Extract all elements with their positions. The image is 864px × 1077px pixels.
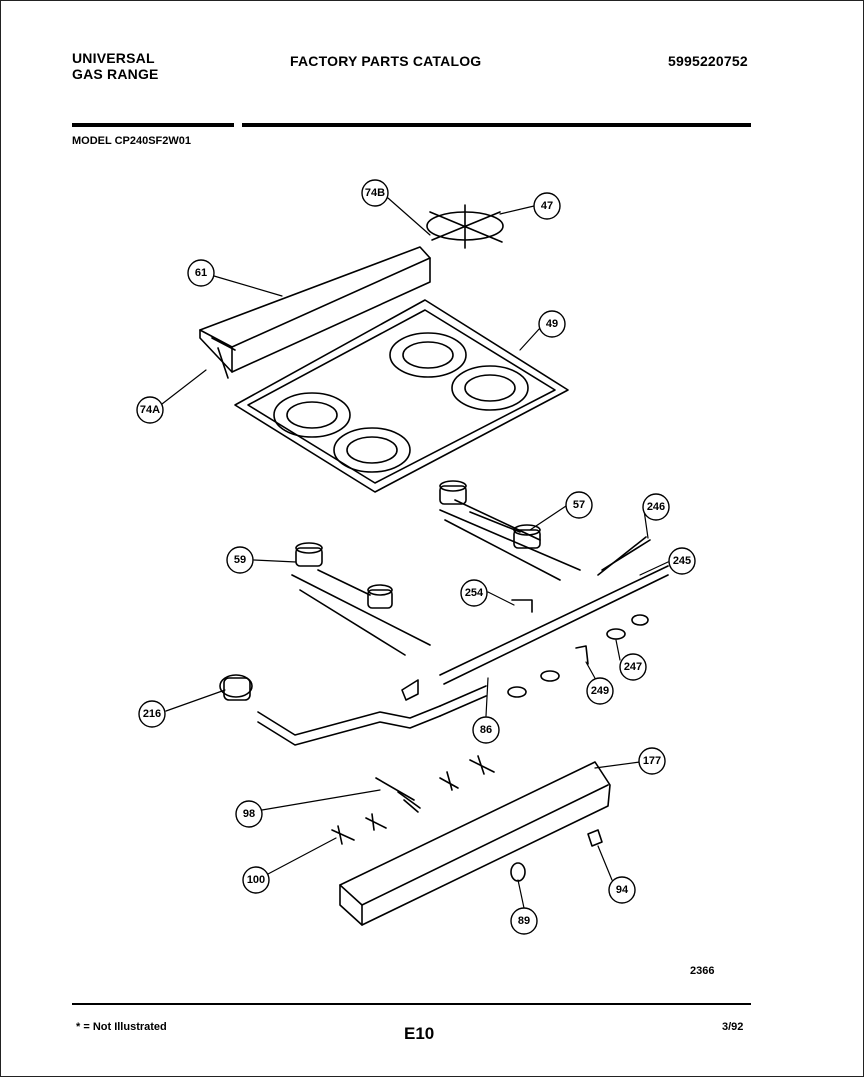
burner-valves (331, 755, 495, 845)
callout-label-86: 86 (480, 724, 492, 736)
wire-246 (597, 536, 647, 576)
page-code: E10 (404, 1024, 435, 1043)
model-label: MODEL CP240SF2W01 (72, 135, 192, 147)
orifice-3 (606, 628, 626, 640)
callout-label-57: 57 (573, 499, 585, 511)
orifice-2 (540, 670, 560, 682)
callout-100 (242, 866, 270, 894)
clip-94 (587, 829, 603, 847)
header-rule-right (242, 123, 751, 127)
callout-61 (187, 259, 215, 287)
callout-246 (642, 493, 670, 521)
callout-label-216: 216 (143, 708, 161, 720)
callout-label-49: 49 (546, 318, 558, 330)
catalog-title: FACTORY PARTS CATALOG (290, 53, 482, 69)
manifold-panel (339, 761, 611, 926)
callout-249 (586, 677, 614, 705)
callout-89 (510, 907, 538, 935)
callout-216 (138, 700, 166, 728)
orifice-4 (631, 614, 649, 626)
callout-label-177: 177 (643, 755, 661, 767)
callout-label-47: 47 (541, 200, 553, 212)
callout-177 (638, 747, 666, 775)
callout-circles (136, 179, 696, 935)
callout-label-59: 59 (234, 554, 246, 566)
cooktop (234, 299, 569, 493)
footer-note: * = Not Illustrated (76, 1021, 167, 1033)
backguard (199, 246, 431, 379)
callout-label-98: 98 (243, 808, 255, 820)
callout-label-89: 89 (518, 915, 530, 927)
callout-98 (235, 800, 263, 828)
catalog-number: 5995220752 (668, 53, 748, 69)
bracket-254 (511, 599, 533, 613)
callout-247 (619, 653, 647, 681)
callout-label-249: 249 (591, 685, 609, 697)
burner-grate (426, 204, 504, 249)
callout-47 (533, 192, 561, 220)
callout-label-254: 254 (465, 587, 484, 599)
footer-date: 3/92 (722, 1021, 744, 1033)
callout-59 (226, 546, 254, 574)
orifice-1 (507, 686, 527, 698)
regulator (219, 674, 487, 746)
clip-249 (575, 645, 589, 665)
manifold-pipe (401, 565, 669, 701)
callout-74A (136, 396, 164, 424)
diagram-number: 2366 (690, 965, 715, 977)
callout-label-247: 247 (624, 661, 642, 673)
callout-49 (538, 310, 566, 338)
wire-246b (601, 539, 651, 571)
callout-label-100: 100 (247, 874, 265, 886)
callout-94 (608, 876, 636, 904)
brand-title: UNIVERSAL GAS RANGE (72, 50, 159, 82)
screw-89 (510, 862, 526, 882)
callout-245 (668, 547, 696, 575)
brand-line-1: UNIVERSAL (72, 50, 155, 66)
header-rule-left (72, 123, 234, 127)
callout-254 (460, 579, 488, 607)
footer-rule (72, 1003, 751, 1005)
callout-74B (361, 179, 389, 207)
front-burner-assembly (291, 542, 431, 656)
callout-label-245: 245 (673, 555, 691, 567)
callout-label-246: 246 (647, 501, 665, 513)
callout-label-74A: 74A (140, 404, 160, 416)
callout-57 (565, 491, 593, 519)
callout-label-74B: 74B (365, 187, 385, 199)
brand-line-2: GAS RANGE (72, 66, 159, 82)
callout-label-94: 94 (616, 884, 629, 896)
callout-label-61: 61 (195, 267, 207, 279)
callout-86 (472, 716, 500, 744)
rear-burner-assembly (439, 480, 581, 581)
